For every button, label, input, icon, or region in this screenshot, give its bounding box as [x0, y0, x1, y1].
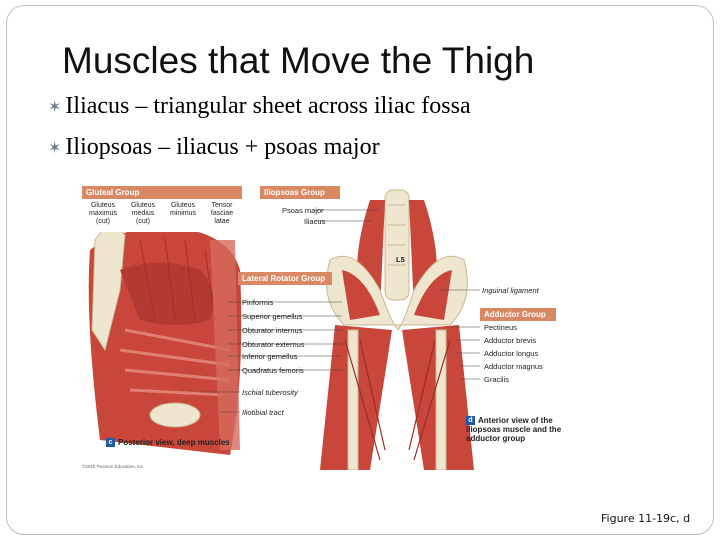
copyright-text: ©2015 Pearson Education, Inc. — [82, 464, 145, 469]
anatomy-illustration — [88, 189, 480, 470]
gracilis-label: Gracilis — [484, 375, 510, 384]
iliacus-label: Iliacus — [304, 217, 326, 226]
lateral-rotator-group-header: Lateral Rotator Group — [238, 272, 332, 285]
bullet-icon: ✶ — [48, 139, 62, 157]
bullet-text: Iliopsoas – iliacus + psoas major — [65, 134, 380, 160]
iliotibial-tract-label: Iliotibial tract — [242, 408, 284, 417]
adductor-group-header: Adductor Group — [480, 308, 556, 321]
bullet-icon: ✶ — [48, 98, 62, 116]
superior-gemellus-label: Superior gemellus — [242, 312, 303, 321]
leader-lines — [200, 209, 480, 413]
figure-caption: Figure 11-19c, d — [601, 512, 691, 525]
adductor-longus-label: Adductor longus — [484, 349, 539, 358]
slide-title: Muscles that Move the Thigh — [62, 40, 535, 81]
adductor-brevis-label: Adductor brevis — [484, 336, 537, 345]
piriformis-label: Piriformis — [242, 298, 274, 307]
inguinal-ligament-label: Inguinal ligament — [482, 286, 539, 295]
anterior-view-drawing — [320, 189, 474, 470]
ischial-tuberosity-label: Ischial tuberosity — [242, 388, 298, 397]
iliopsoas-group-header: Iliopsoas Group — [260, 186, 340, 199]
inferior-gemellus-label: Inferior gemellus — [242, 352, 298, 361]
bullet-text: Iliacus – triangular sheet across iliac … — [65, 93, 471, 119]
adductor-magnus-label: Adductor magnus — [484, 362, 543, 371]
view-d-tag: d — [466, 416, 475, 425]
vertebra-label: L5 — [396, 255, 405, 264]
bullet-item: ✶ Iliopsoas – iliacus + psoas major — [48, 134, 380, 161]
posterior-view-drawing — [88, 219, 242, 455]
obturator-externus-label: Obturator externus — [242, 340, 305, 349]
view-c-tag: c — [106, 438, 115, 447]
psoas-major-label: Psoas major — [282, 206, 324, 215]
quadratus-femoris-label: Quadratus femoris — [242, 366, 304, 375]
pectineus-label: Pectineus — [484, 323, 517, 332]
gluteal-group-header: Gluteal Group — [82, 186, 242, 199]
obturator-internus-label: Obturator internus — [242, 326, 303, 335]
bullet-item: ✶ Iliacus – triangular sheet across ilia… — [48, 93, 471, 120]
